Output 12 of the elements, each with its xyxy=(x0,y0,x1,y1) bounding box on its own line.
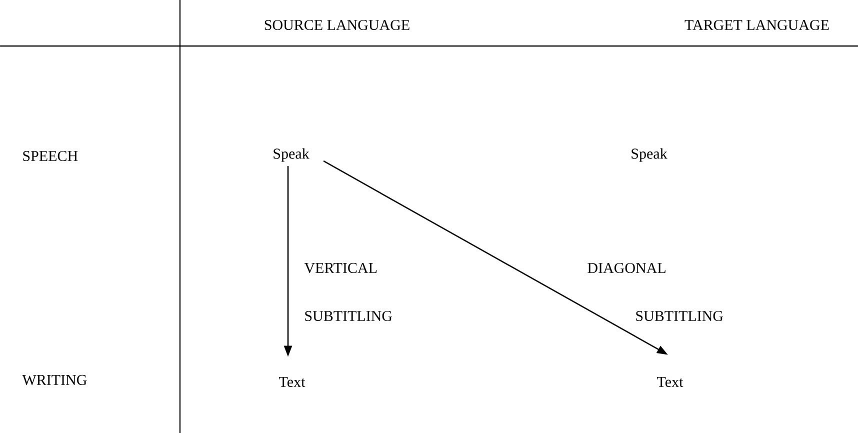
subtitling-label: VERTICAL xyxy=(304,262,377,274)
column-header: TARGET LANGUAGE xyxy=(684,20,829,30)
node-text: Text xyxy=(657,377,684,387)
column-header: SOURCE LANGUAGE xyxy=(264,20,410,30)
subtitling-label: DIAGONAL xyxy=(588,262,666,274)
node-text: Speak xyxy=(632,148,668,162)
row-header: WRITING xyxy=(22,374,87,386)
node-text: Text xyxy=(279,377,306,387)
subtitling-label: SUBTITLING xyxy=(636,310,724,322)
subtitling-label: SUBTITLING xyxy=(305,310,392,322)
row-header: SPEECH xyxy=(23,150,78,162)
node-text: Speak xyxy=(274,148,310,162)
